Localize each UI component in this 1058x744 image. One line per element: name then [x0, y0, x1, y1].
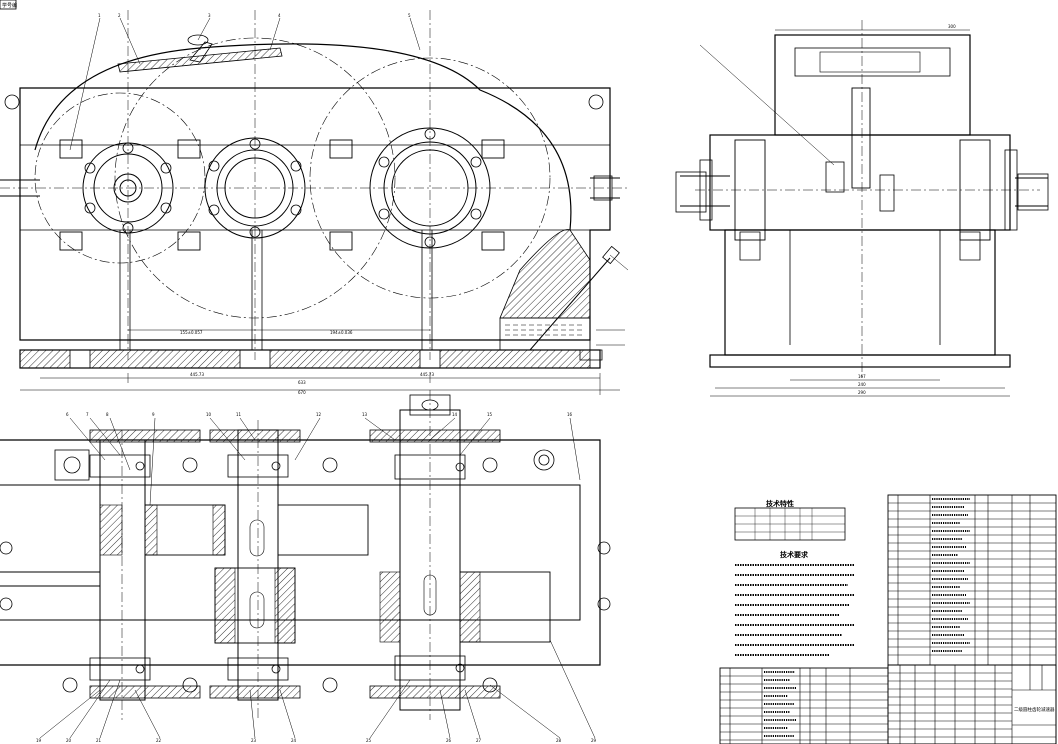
leader-label-9: 9 — [152, 412, 155, 417]
tech-requirements-text — [735, 564, 855, 656]
corner-label-box: 学号编 — [0, 0, 17, 10]
leader-label-5: 5 — [408, 13, 411, 18]
leader-label-16: 16 — [567, 412, 573, 417]
leader-label-24: 24 — [291, 738, 297, 743]
leader-label-25: 25 — [366, 738, 372, 743]
tech-characteristics — [734, 507, 846, 541]
leader-label-20: 20 — [66, 738, 72, 743]
dim-side-low: 240 — [858, 382, 866, 387]
tech-char-title: 技术特性 — [766, 499, 794, 508]
dim-side-bottom: 290 — [858, 390, 866, 395]
leader-label-11: 11 — [236, 412, 242, 417]
leader-label-6: 6 — [66, 412, 69, 417]
dim-total-low: 633 — [298, 380, 306, 385]
leader-label-15: 15 — [487, 412, 493, 417]
leader-label-26: 26 — [446, 738, 452, 743]
dim-side-mid: 167 — [858, 374, 866, 379]
leader-label-13: 13 — [362, 412, 368, 417]
leader-label-4: 4 — [278, 13, 281, 18]
side-view-labels: 300 167 240 290 — [858, 24, 956, 395]
leader-label-19: 19 — [36, 738, 42, 743]
leader-label-1: 1 — [98, 13, 101, 18]
leader-label-23: 23 — [251, 738, 257, 743]
dim-total-bottom: 670 — [298, 390, 306, 395]
parts-list — [719, 494, 1057, 744]
leader-label-7: 7 — [86, 412, 89, 417]
side-view — [675, 20, 1049, 397]
dim-span-right: 445.73 — [420, 372, 434, 377]
leader-label-28: 28 — [556, 738, 562, 743]
dim-center-left: 155±0.057 — [180, 330, 203, 335]
front-view — [0, 10, 630, 395]
leader-label-22: 22 — [156, 738, 162, 743]
leader-label-3: 3 — [208, 13, 211, 18]
leader-label-21: 21 — [96, 738, 102, 743]
leader-label-29: 29 — [591, 738, 597, 743]
parts-list-text — [764, 498, 970, 737]
dim-span-left: 445.73 — [190, 372, 204, 377]
top-section-view — [0, 390, 611, 739]
dim-side-top: 300 — [948, 24, 956, 29]
front-view-labels: 155±0.057 194±0.036 445.73 445.73 633 67… — [98, 13, 434, 395]
leader-label-2: 2 — [118, 13, 121, 18]
leader-label-8: 8 — [106, 412, 109, 417]
leader-label-27: 27 — [476, 738, 482, 743]
leader-label-10: 10 — [206, 412, 212, 417]
dim-center-right: 194±0.036 — [330, 330, 353, 335]
tech-req-title: 技术要求 — [780, 550, 809, 559]
leader-label-14: 14 — [452, 412, 458, 417]
title-block-name: 二级圆柱齿轮减速器 — [1014, 706, 1055, 713]
top-section-labels: 6 7 8 9 10 11 12 13 14 15 16 19 20 21 22… — [36, 412, 597, 743]
leader-label-12: 12 — [316, 412, 322, 417]
corner-label: 学号编 — [2, 2, 17, 9]
